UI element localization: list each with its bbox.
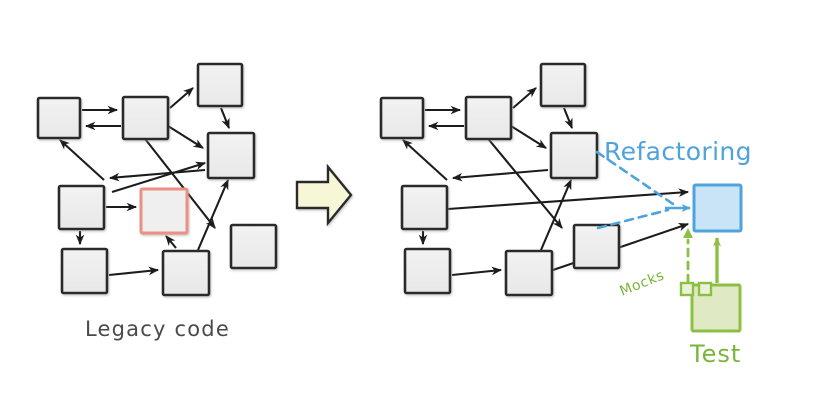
- refactored-diagram: Refactoring Mocks Test: [379, 62, 752, 368]
- refactoring-dashed-line: [595, 150, 678, 208]
- legacy-node-box[interactable]: [196, 62, 244, 108]
- legacy-diagram: Legacy code: [36, 62, 278, 341]
- legacy-edge: [108, 168, 206, 182]
- legacy-node-box[interactable]: [229, 223, 278, 270]
- refactored-edge: [510, 125, 547, 149]
- refactored-node-box[interactable]: [572, 223, 621, 270]
- legacy-edge: [141, 134, 216, 229]
- test-box[interactable]: [690, 283, 742, 333]
- legacy-node-box-highlighted[interactable]: [139, 187, 189, 235]
- legacy-edge: [59, 139, 105, 181]
- legacy-edge: [108, 266, 160, 277]
- legacy-edge: [111, 161, 207, 194]
- refactored-node-box[interactable]: [549, 131, 599, 180]
- mocks-pointer-triangle-icon: [683, 228, 693, 238]
- legacy-edge: [220, 107, 230, 130]
- refactored-edge: [484, 134, 563, 229]
- legacy-node-box[interactable]: [161, 249, 211, 297]
- refactored-node-box[interactable]: [400, 184, 449, 231]
- mock-square-icon[interactable]: [697, 281, 713, 297]
- refactoring-dashed-line: [596, 208, 670, 230]
- legacy-node-box[interactable]: [57, 184, 106, 231]
- refactored-node-box[interactable]: [504, 249, 554, 297]
- refactored-connectors: [402, 87, 690, 277]
- mock-square-icon[interactable]: [679, 281, 695, 297]
- legacy-code-label: Legacy code: [85, 317, 230, 341]
- legacy-boxes: [36, 62, 278, 297]
- refactored-node-box[interactable]: [539, 62, 587, 108]
- mocks-group: [679, 228, 713, 297]
- legacy-edge: [169, 87, 194, 109]
- legacy-edge: [197, 178, 229, 251]
- legacy-edge: [167, 125, 204, 149]
- legacy-node-box[interactable]: [36, 96, 82, 140]
- refactored-boxes: [379, 62, 621, 297]
- legacy-node-box[interactable]: [60, 247, 109, 295]
- refactoring-label: Refactoring: [604, 137, 752, 166]
- refactored-edge: [402, 139, 448, 181]
- refactored-node-box[interactable]: [379, 96, 425, 140]
- refactoring-callout: [595, 150, 691, 230]
- refactored-edge: [451, 266, 503, 277]
- refactored-edge: [512, 87, 537, 109]
- transition-arrow-icon: [295, 163, 353, 227]
- test-label: Test: [689, 340, 741, 368]
- legacy-connectors: [59, 87, 230, 277]
- refactored-edge: [563, 107, 573, 130]
- refactored-edge: [451, 168, 549, 182]
- refactored-edge-to-unit: [447, 188, 690, 211]
- refactored-node-box[interactable]: [403, 247, 452, 295]
- legacy-node-box[interactable]: [206, 131, 256, 180]
- refactored-unit-box[interactable]: [692, 183, 743, 233]
- legacy-node-box[interactable]: [121, 95, 170, 141]
- refactored-node-box[interactable]: [464, 95, 513, 141]
- refactored-edge: [540, 178, 572, 251]
- mocks-label: Mocks: [618, 267, 667, 299]
- legacy-edge: [165, 235, 177, 249]
